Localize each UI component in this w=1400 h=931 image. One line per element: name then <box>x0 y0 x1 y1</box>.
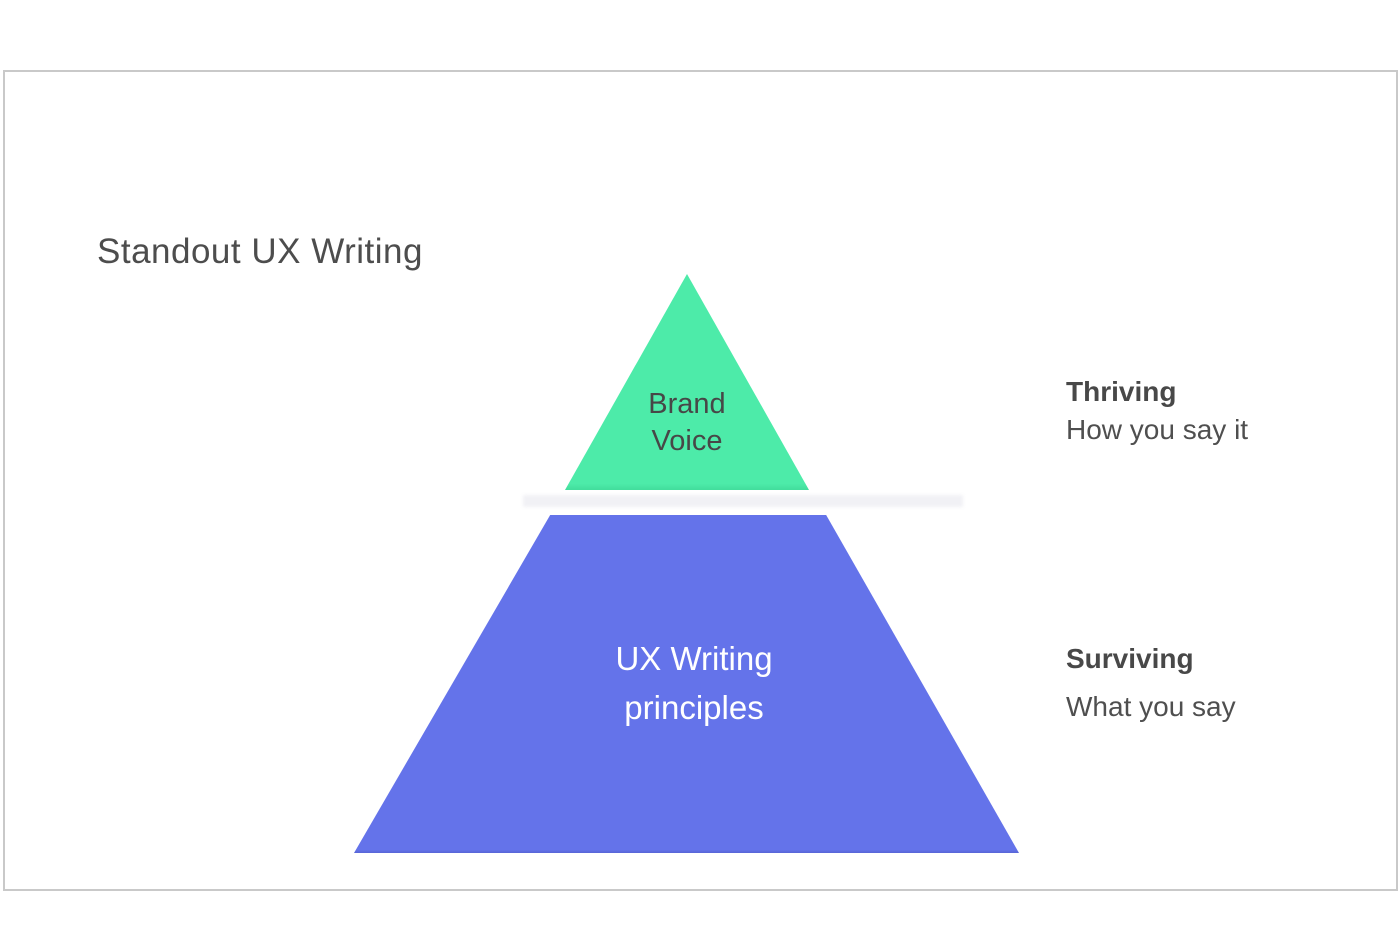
annotation-thriving-description: How you say it <box>1066 414 1249 445</box>
pyramid-tier-ux-writing-principles-label: UX Writing principles <box>394 634 994 732</box>
annotation-thriving-heading: Thriving <box>1066 376 1177 407</box>
annotation-thriving: Thriving How you say it <box>1066 373 1248 449</box>
diagram-title: Standout UX Writing <box>97 232 423 271</box>
annotation-surviving-heading: Surviving <box>1066 643 1194 674</box>
brand-voice-line-1: Brand <box>648 388 726 420</box>
ux-writing-principles-line-2: principles <box>624 689 764 726</box>
annotation-surviving: Surviving What you say <box>1066 640 1236 726</box>
slide-card: Standout UX Writing Brand Voice UX Writi… <box>3 70 1398 891</box>
pyramid-tier-brand-voice-label: Brand Voice <box>565 386 809 460</box>
annotation-surviving-description: What you say <box>1066 691 1236 722</box>
tier-divider-shadow <box>523 495 963 507</box>
ux-writing-principles-line-1: UX Writing <box>615 640 773 677</box>
brand-voice-line-2: Voice <box>651 425 723 457</box>
